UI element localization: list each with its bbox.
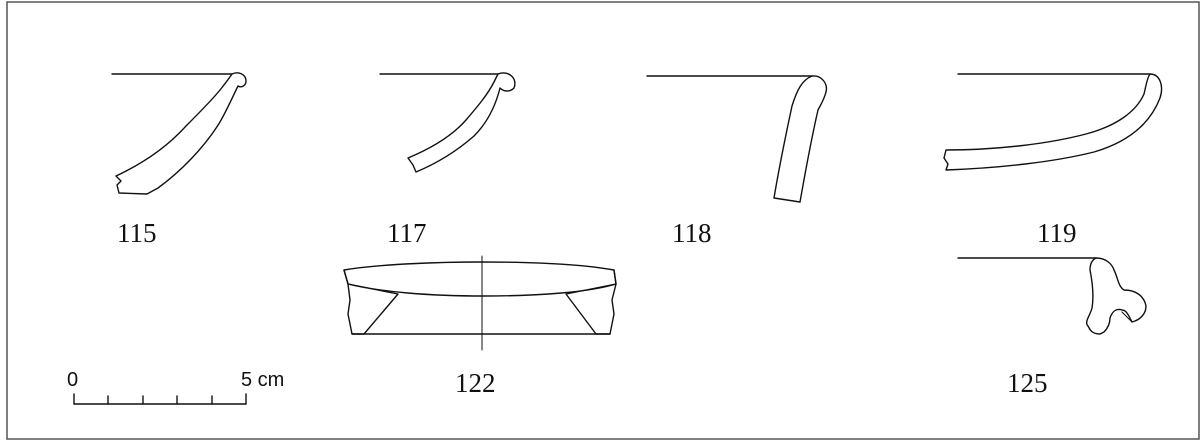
profile-122-left-cap (344, 270, 348, 284)
profile-118 (774, 76, 826, 202)
sherd-119-drawing (944, 74, 1162, 170)
sherd-118-drawing (647, 76, 826, 202)
scale-bar (74, 394, 246, 404)
label-117: 117 (387, 218, 427, 248)
sherd-117-drawing (380, 73, 515, 172)
sherd-122-drawing (344, 256, 616, 350)
profile-125 (1087, 258, 1146, 334)
sherd-125-drawing (958, 258, 1146, 334)
profile-117 (408, 73, 515, 172)
scale-start-label: 0 (67, 369, 79, 391)
label-119: 119 (1037, 218, 1077, 248)
label-118: 118 (672, 218, 712, 248)
profile-119 (944, 74, 1162, 170)
profile-125-inner (1122, 312, 1132, 322)
label-125: 125 (1007, 368, 1048, 398)
scale-end-label: 5 cm (241, 369, 285, 391)
label-122: 122 (455, 368, 496, 398)
profile-122-right-cap (614, 270, 616, 284)
frame-border (7, 2, 1199, 439)
sherd-115-drawing (112, 73, 246, 194)
label-115: 115 (117, 218, 157, 248)
profile-115 (116, 73, 246, 194)
